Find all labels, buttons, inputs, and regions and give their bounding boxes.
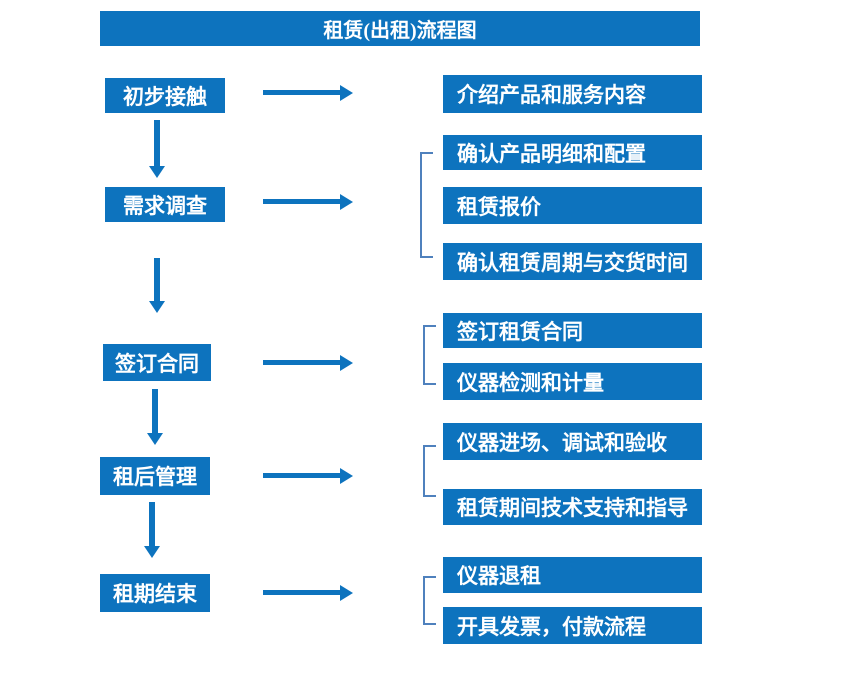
arrow-head-icon xyxy=(340,585,353,601)
arrow-head-icon xyxy=(149,166,165,178)
group-bracket xyxy=(423,445,436,497)
output-label: 租赁报价 xyxy=(457,194,541,219)
step-label: 签订合同 xyxy=(115,351,199,376)
output-label: 租赁期间技术支持和指导 xyxy=(457,496,688,520)
group-bracket xyxy=(423,325,436,385)
down-arrow xyxy=(147,389,163,445)
output-label: 仪器进场、调试和验收 xyxy=(457,430,667,455)
down-arrow xyxy=(149,258,165,313)
arrow-shaft xyxy=(149,502,155,547)
output-box: 租赁报价 xyxy=(443,187,702,224)
output-label: 开具发票，付款流程 xyxy=(457,614,646,639)
right-arrow xyxy=(263,355,353,371)
arrow-shaft xyxy=(152,389,158,434)
arrow-shaft xyxy=(263,90,341,95)
output-box: 仪器退租 xyxy=(443,557,702,593)
step-label: 租期结束 xyxy=(113,582,197,606)
right-arrow xyxy=(263,194,353,210)
output-box: 确认产品明细和配置 xyxy=(443,135,702,170)
down-arrow xyxy=(144,502,160,558)
arrow-head-icon xyxy=(144,546,160,558)
arrow-shaft xyxy=(154,120,160,167)
arrow-shaft xyxy=(263,473,341,478)
step-label: 租后管理 xyxy=(113,465,197,489)
arrow-head-icon xyxy=(340,468,353,484)
arrow-head-icon xyxy=(147,433,163,445)
right-arrow xyxy=(263,85,353,101)
step-box-post-rental-management: 租后管理 xyxy=(100,457,210,495)
step-box-demand-survey: 需求调查 xyxy=(105,187,225,222)
group-bracket xyxy=(423,576,436,625)
arrow-head-icon xyxy=(340,355,353,371)
output-box: 介绍产品和服务内容 xyxy=(443,75,702,113)
output-label: 仪器检测和计量 xyxy=(457,370,604,395)
right-arrow xyxy=(263,468,353,484)
arrow-head-icon xyxy=(149,301,165,313)
group-bracket xyxy=(420,152,433,258)
output-label: 确认产品明细和配置 xyxy=(457,141,646,166)
arrow-shaft xyxy=(154,258,160,302)
title-bar: 租赁(出租)流程图 xyxy=(100,11,700,46)
arrow-shaft xyxy=(263,199,341,204)
output-label: 介绍产品和服务内容 xyxy=(457,83,646,107)
step-box-initial-contact: 初步接触 xyxy=(105,78,225,113)
arrow-head-icon xyxy=(340,85,353,101)
step-label: 初步接触 xyxy=(123,84,207,109)
right-arrow xyxy=(263,585,353,601)
output-label: 签订租赁合同 xyxy=(457,319,583,344)
output-box: 租赁期间技术支持和指导 xyxy=(443,489,702,525)
step-label: 需求调查 xyxy=(123,193,207,218)
arrow-shaft xyxy=(263,360,341,365)
output-label: 确认租赁周期与交货时间 xyxy=(457,250,688,275)
down-arrow xyxy=(149,120,165,178)
output-box: 开具发票，付款流程 xyxy=(443,607,702,644)
output-box: 确认租赁周期与交货时间 xyxy=(443,243,702,280)
step-box-contract-signing: 签订合同 xyxy=(103,344,211,381)
output-box: 签订租赁合同 xyxy=(443,313,702,348)
arrow-head-icon xyxy=(340,194,353,210)
title-text: 租赁(出租)流程图 xyxy=(323,20,477,42)
output-label: 仪器退租 xyxy=(457,564,541,588)
output-box: 仪器进场、调试和验收 xyxy=(443,423,702,460)
arrow-shaft xyxy=(263,590,341,595)
output-box: 仪器检测和计量 xyxy=(443,363,702,400)
step-box-rental-end: 租期结束 xyxy=(100,574,210,612)
